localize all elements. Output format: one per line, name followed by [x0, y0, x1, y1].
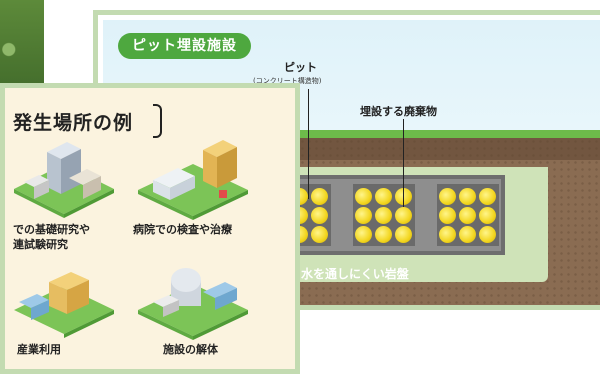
waste-drum [459, 226, 476, 243]
reactor-facility-icon [138, 268, 248, 340]
waste-drum [311, 207, 328, 224]
pit-sublabel: (コンクリート構造物) [253, 77, 322, 85]
factory-icon [14, 272, 114, 338]
caption-hospital: 病院での検査や治療 [133, 223, 232, 236]
waste-drum [375, 207, 392, 224]
sources-title: 発生場所の例 [13, 112, 134, 134]
bedrock-label: 水を通しにくい岩盤 [301, 267, 409, 281]
waste-drum [355, 188, 372, 205]
waste-label: 埋設する廃棄物 [360, 105, 437, 118]
waste-drum [375, 188, 392, 205]
caption-decommissioning: 施設の解体 [163, 343, 218, 356]
pit-cell [437, 184, 499, 246]
waste-drum [355, 207, 372, 224]
waste-leader-line [403, 119, 404, 207]
caption-research: での基礎研究や 連試験研究 [13, 222, 90, 252]
waste-drum [439, 207, 456, 224]
research-facility-icon [14, 142, 114, 218]
waste-drum [439, 226, 456, 243]
waste-drum [311, 226, 328, 243]
caption-line: 連試験研究 [13, 238, 68, 251]
hospital-icon [138, 140, 248, 220]
waste-drum [395, 207, 412, 224]
waste-drum [439, 188, 456, 205]
sources-panel: 発生場所の例 での基礎研究や 連試験研究 病院での検査や治療 [0, 83, 300, 374]
waste-drum [479, 226, 496, 243]
pit-leader-line [308, 89, 309, 199]
waste-drum [479, 188, 496, 205]
title-bracket [153, 104, 162, 138]
waste-drum [459, 188, 476, 205]
waste-drum [395, 226, 412, 243]
caption-industry: 産業利用 [17, 343, 61, 356]
waste-drum [375, 226, 392, 243]
waste-drum [479, 207, 496, 224]
waste-drum [459, 207, 476, 224]
waste-drum [311, 188, 328, 205]
pit-label: ピット [284, 61, 317, 74]
facility-badge: ピット埋設施設 [118, 33, 251, 59]
caption-line: での基礎研究や [13, 223, 90, 236]
ground-surface [103, 130, 600, 138]
pit-cell [353, 184, 415, 246]
waste-drum [355, 226, 372, 243]
